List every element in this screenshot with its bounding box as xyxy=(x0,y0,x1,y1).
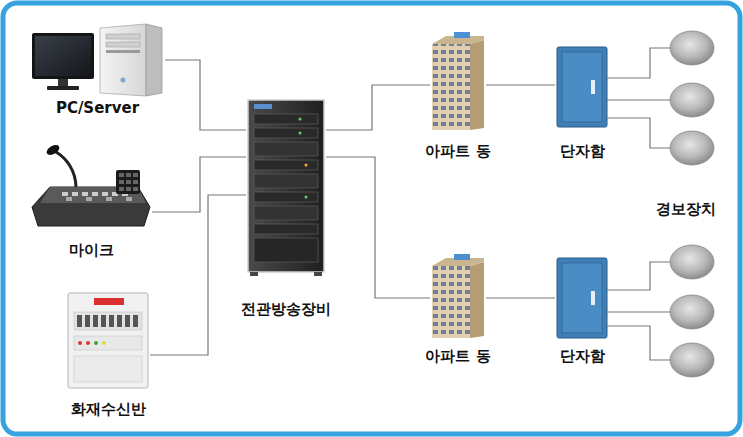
connector-line xyxy=(150,195,246,355)
group-label: 경보장치 xyxy=(654,200,718,218)
device-node: 단자함 xyxy=(555,45,609,129)
device-node: 화재수신반 xyxy=(66,292,150,390)
building-icon xyxy=(432,254,484,338)
device-node: 마이크 xyxy=(30,145,152,229)
device-label: PC/Server xyxy=(54,99,141,117)
pc-icon xyxy=(32,24,162,96)
device-label: 단자함 xyxy=(558,142,607,160)
device-node: 아파트 동 xyxy=(430,252,486,340)
frame-border xyxy=(3,3,740,434)
connector-line xyxy=(326,157,430,298)
rack-icon xyxy=(248,100,324,276)
terminal-box-icon xyxy=(557,47,607,127)
connector-line xyxy=(165,60,246,130)
fire-panel-icon xyxy=(68,293,148,388)
terminal-box-icon xyxy=(557,258,607,338)
device-node: 단자함 xyxy=(555,256,609,340)
connector-line xyxy=(486,84,555,85)
device-label: 아파트 동 xyxy=(423,347,492,365)
microphone-icon xyxy=(32,143,150,226)
device-label: 화재수신반 xyxy=(69,400,148,418)
device-label: 아파트 동 xyxy=(423,142,492,160)
device-node: 전관방송장비 xyxy=(246,99,326,277)
connector-line xyxy=(326,85,430,130)
device-node: 아파트 동 xyxy=(430,30,486,131)
connector-line xyxy=(486,297,555,298)
device-label: 단자함 xyxy=(558,347,607,365)
device-node: PC/Server xyxy=(30,25,165,97)
connector-line xyxy=(152,157,246,212)
device-label: 전관방송장비 xyxy=(239,300,333,318)
device-label: 마이크 xyxy=(67,241,116,259)
building-icon xyxy=(432,32,484,130)
